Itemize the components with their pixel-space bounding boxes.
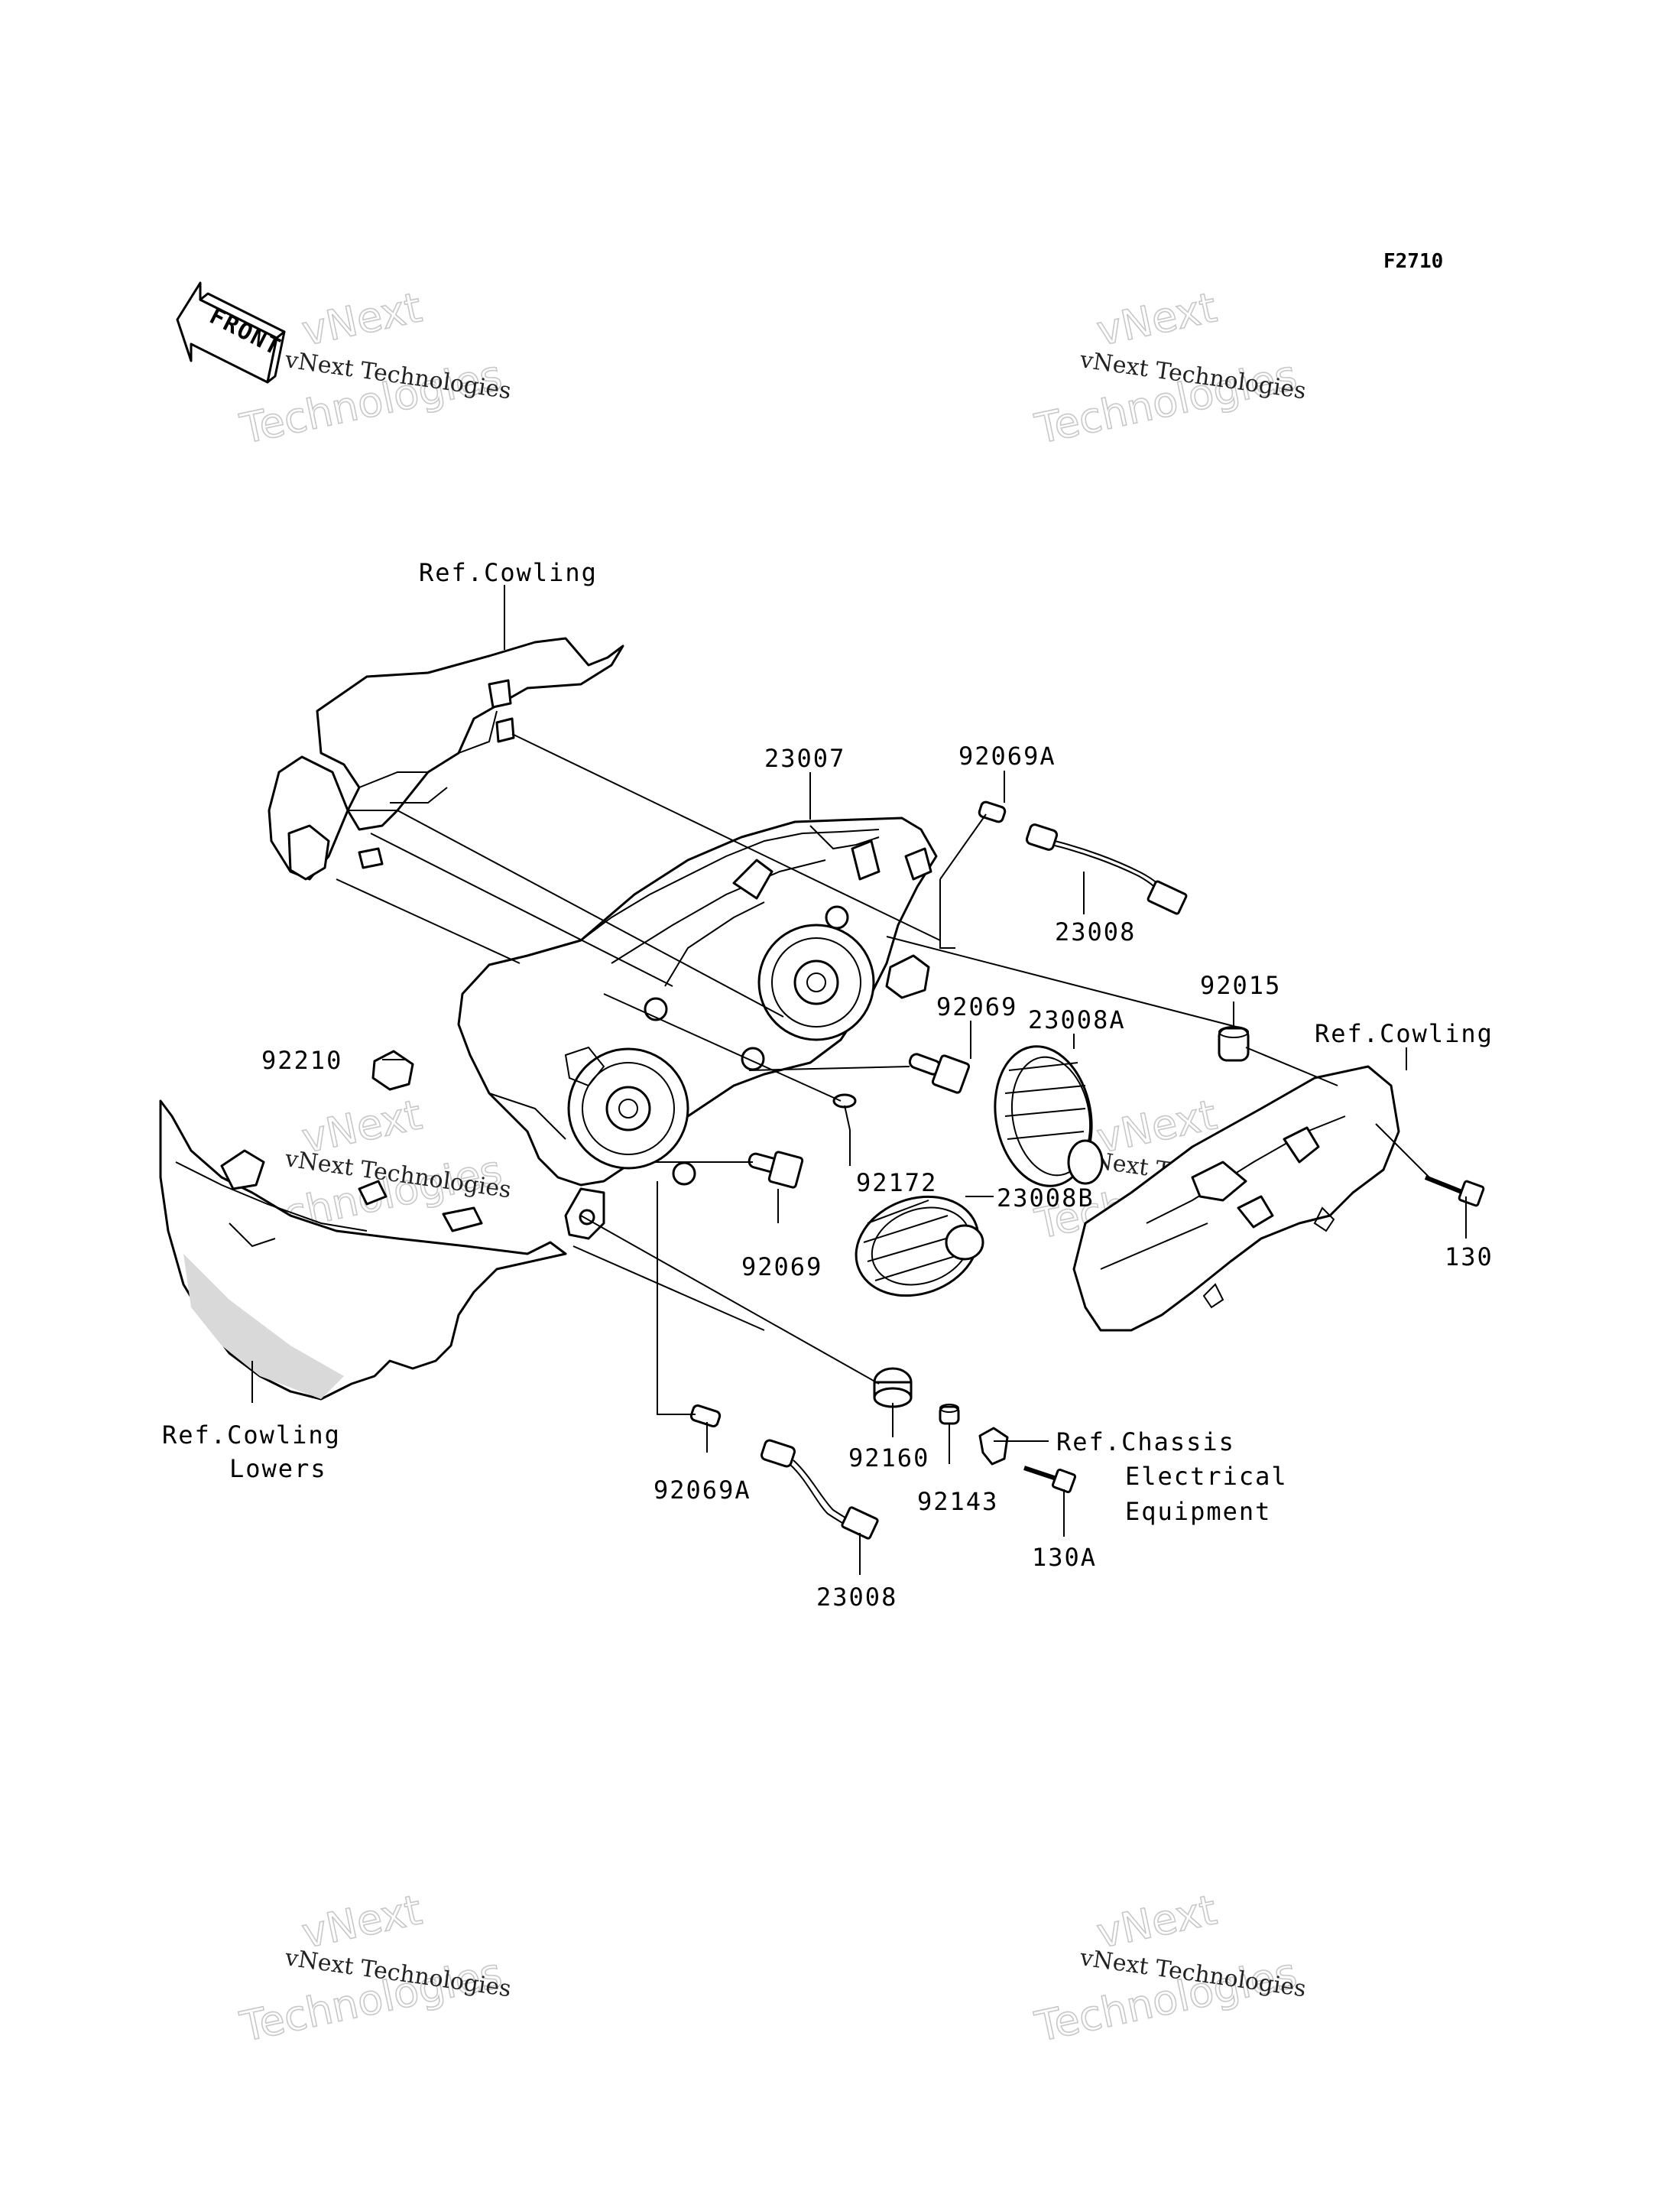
part-23007-label: 23007 xyxy=(764,744,845,773)
part-92143-label: 92143 xyxy=(917,1487,998,1516)
upper-cowling-drawing xyxy=(268,637,624,881)
part-92210-label: 92210 xyxy=(261,1046,342,1075)
harness-23008-top-drawing xyxy=(1025,823,1188,915)
ref-cowling-lowers-label-1: Ref.Cowling xyxy=(162,1420,341,1450)
watermark-bottom-left: vNext Technologies vNext Technologies xyxy=(235,1885,513,2051)
clip-drawing xyxy=(978,1427,1009,1466)
watermark-bottom-right: vNext Technologies vNext Technologies xyxy=(1030,1885,1308,2051)
bulb-92069-lower-drawing xyxy=(748,1151,804,1189)
front-arrow-icon: FRONT xyxy=(176,281,286,384)
ref-cowling-top-label: Ref.Cowling xyxy=(419,558,598,587)
part-23008a-label: 23008A xyxy=(1028,1005,1126,1034)
part-23008-top-label: 23008 xyxy=(1055,917,1136,946)
bulb-92069-upper-drawing xyxy=(908,1053,971,1094)
nut-92210-drawing xyxy=(371,1050,414,1091)
ref-cowling-lowers-label-2: Lowers xyxy=(229,1454,327,1483)
svg-text:vNext: vNext xyxy=(298,1885,426,1957)
bolt-130a-drawing xyxy=(1023,1466,1077,1494)
watermark-top-right: vNext Technologies vNext Technologies xyxy=(1030,282,1308,453)
part-92069-upper-label: 92069 xyxy=(936,992,1017,1021)
part-130a-label: 130A xyxy=(1032,1543,1097,1572)
ref-chassis-label-2: Electrical xyxy=(1125,1462,1288,1491)
bulb-92069a-lower-drawing xyxy=(689,1404,722,1428)
harness-23008-lower-drawing xyxy=(761,1439,879,1540)
part-23008-lower-label: 23008 xyxy=(816,1583,897,1612)
headlight-assembly-drawing xyxy=(457,817,938,1240)
collar-92143-drawing xyxy=(939,1404,960,1425)
part-92172-label: 92172 xyxy=(856,1168,937,1197)
collar-92015-drawing xyxy=(1218,1026,1250,1062)
cap-23008b-drawing xyxy=(855,1195,984,1297)
svg-text:vNext: vNext xyxy=(1093,1885,1221,1957)
ref-chassis-label-3: Equipment xyxy=(1125,1497,1271,1526)
part-92069-lower-label: 92069 xyxy=(741,1252,822,1281)
part-labels: Ref.Cowling 23007 92069A 23008 92015 920… xyxy=(162,558,1494,1612)
svg-text:vNext: vNext xyxy=(298,283,426,355)
leader-lines xyxy=(251,585,1467,1575)
ref-chassis-label-1: Ref.Chassis xyxy=(1056,1427,1235,1456)
grommet-92160-drawing xyxy=(873,1367,913,1408)
part-92069a-top-label: 92069A xyxy=(958,742,1056,771)
cap-23008a-drawing xyxy=(994,1045,1104,1187)
screw-92172-drawing xyxy=(832,1093,857,1131)
bulb-92069a-top-drawing xyxy=(978,800,1007,823)
part-23008b-label: 23008B xyxy=(997,1183,1095,1213)
diagram-code: F2710 xyxy=(1383,250,1443,273)
part-92160-label: 92160 xyxy=(848,1443,929,1472)
part-130-label: 130 xyxy=(1445,1242,1494,1271)
right-cowling-drawing xyxy=(1072,1065,1400,1332)
ref-cowling-right-label: Ref.Cowling xyxy=(1315,1019,1494,1048)
part-92015-label: 92015 xyxy=(1200,971,1281,1000)
lower-cowling-drawing xyxy=(159,1099,567,1401)
svg-text:vNext: vNext xyxy=(1093,283,1221,355)
bolt-130-drawing xyxy=(1424,1175,1485,1207)
part-92069a-lower-label: 92069A xyxy=(654,1476,751,1505)
